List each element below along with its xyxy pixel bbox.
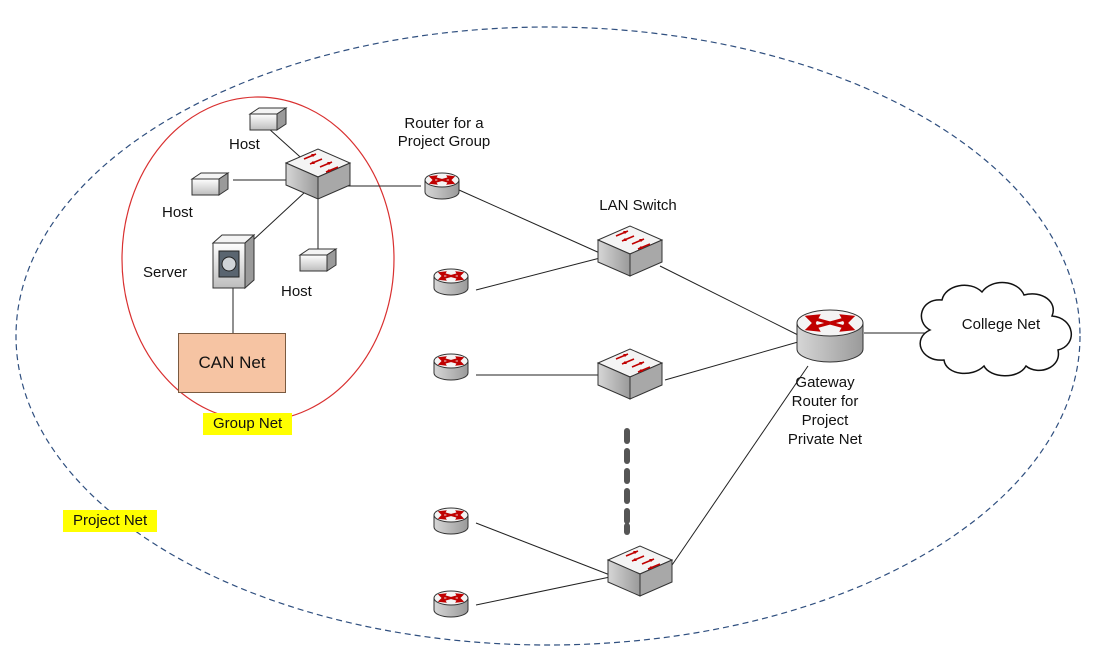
gateway-router-icon — [795, 308, 865, 364]
connection-lines — [232, 127, 925, 606]
server-icon — [211, 233, 256, 290]
server-label: Server — [143, 264, 188, 281]
host-label: Host — [281, 283, 312, 300]
gateway-label-line4: Private Net — [787, 431, 863, 448]
cloud-icon — [919, 281, 1073, 377]
lan-switch-label: LAN Switch — [599, 197, 677, 214]
host-label: Host — [229, 136, 260, 153]
gateway-label-line2: Router for — [791, 393, 859, 410]
switch-icon — [597, 348, 663, 400]
group-net-label: Group Net — [203, 413, 293, 435]
switch-icon — [597, 225, 663, 277]
router-icon — [433, 268, 469, 296]
gateway-label-line3: Project — [801, 412, 849, 429]
project-net-boundary — [15, 26, 1081, 646]
router-group-label-line1: Router for a — [404, 115, 484, 132]
router-icon — [433, 507, 469, 535]
gateway-label-line1: Gateway — [795, 374, 855, 391]
host-label: Host — [162, 204, 193, 221]
router-icon — [424, 172, 460, 200]
host-icon — [249, 107, 287, 131]
host-icon — [299, 248, 337, 272]
host-icon — [191, 172, 229, 196]
project-net-label: Project Net — [63, 510, 158, 532]
can-net-box: CAN Net — [178, 333, 286, 393]
college-net-label: College Net — [961, 316, 1041, 333]
router-icon — [433, 590, 469, 618]
switch-icon — [607, 545, 673, 597]
switch-icon — [285, 148, 351, 200]
router-group-label-line2: Project Group — [397, 133, 491, 150]
router-icon — [433, 353, 469, 381]
